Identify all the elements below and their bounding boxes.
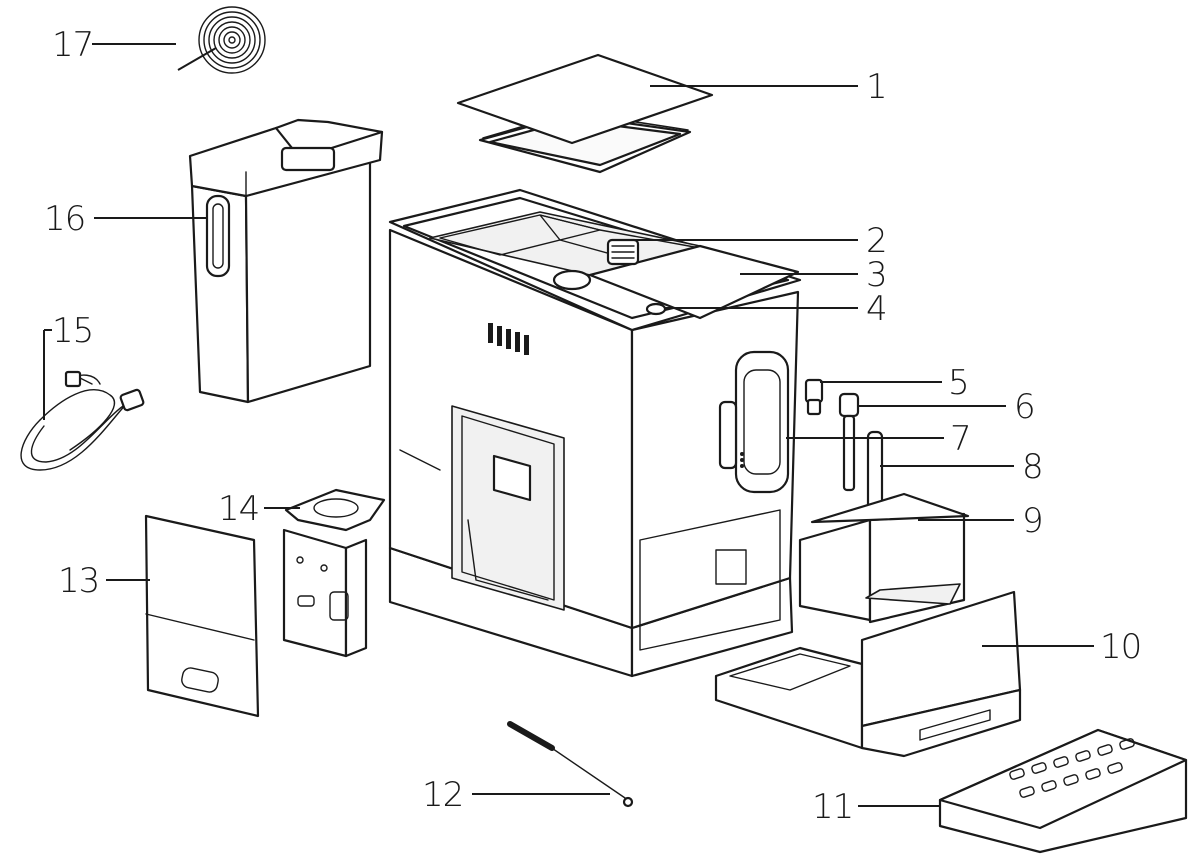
part-6-steam-tip (838, 392, 860, 492)
part-13-side-door (144, 514, 260, 718)
part-1-top-lid (456, 53, 714, 174)
part-15-power-cord (20, 370, 145, 471)
label-9: 9 (1022, 501, 1043, 541)
part-11-tray-cover (938, 728, 1188, 854)
label-17: 17 (52, 25, 93, 65)
label-14: 14 (218, 489, 259, 529)
label-6: 6 (1014, 387, 1035, 427)
leader-lines (43, 43, 1094, 807)
part-17-filter-disc (198, 6, 266, 74)
label-16: 16 (44, 199, 85, 239)
label-11: 11 (812, 787, 853, 827)
label-15: 15 (52, 311, 93, 351)
label-2: 2 (866, 221, 887, 261)
part-14-brew-unit (282, 488, 386, 658)
label-10: 10 (1100, 627, 1141, 667)
part-12-cleaning-brush (507, 721, 634, 808)
label-8: 8 (1022, 447, 1043, 487)
part-8-tube (866, 430, 884, 514)
part-9-grounds-container (798, 492, 970, 624)
part-10-drip-tray (714, 590, 1022, 758)
part-labels: 17 1 16 2 3 4 15 5 6 7 8 14 9 13 10 12 1… (44, 25, 1142, 827)
label-13: 13 (58, 561, 99, 601)
main-body (388, 188, 802, 678)
label-4: 4 (866, 289, 887, 329)
part-5-nozzle (804, 378, 824, 416)
part-16-water-tank (188, 118, 384, 404)
label-12: 12 (422, 775, 463, 815)
label-5: 5 (948, 363, 969, 403)
label-3: 3 (866, 255, 887, 295)
label-7: 7 (950, 419, 971, 459)
label-1: 1 (866, 67, 887, 107)
